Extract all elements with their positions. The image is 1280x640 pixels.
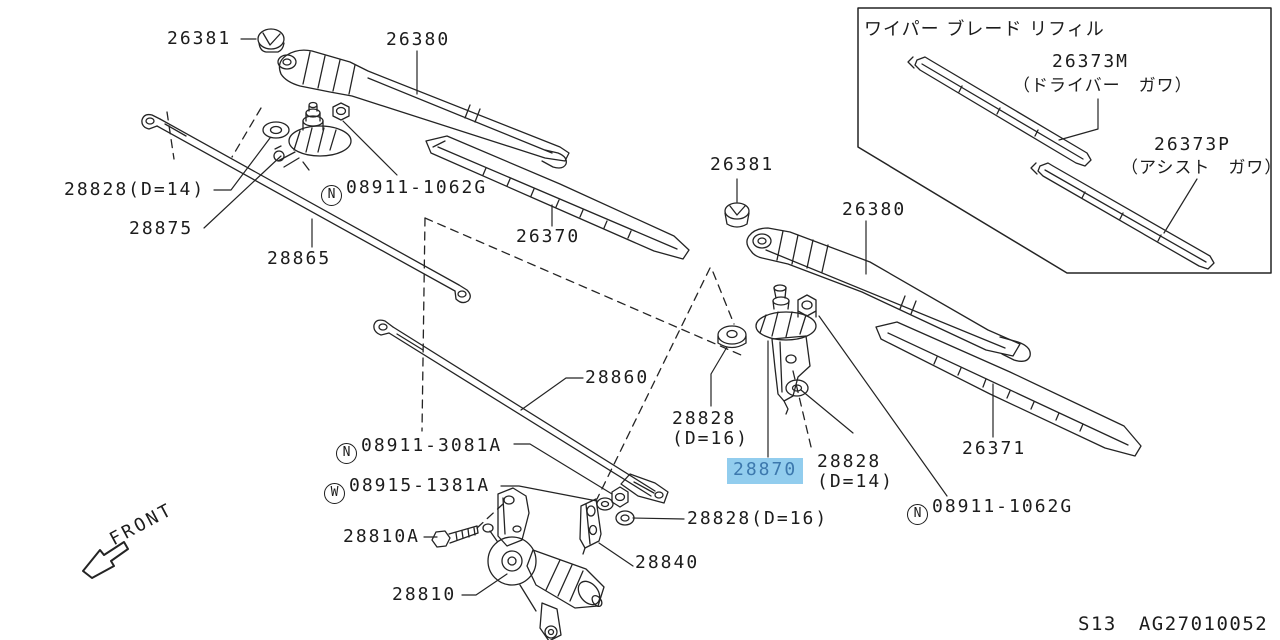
part-label-28810a[interactable]: 28810A [343,526,421,547]
part-label-28865[interactable]: 28865 [267,248,332,269]
part-label-28828-d14-driver[interactable]: 28828(D=14) [64,179,206,200]
wiper-motor-drawing [482,487,605,640]
sheet-code: S13 [1078,613,1117,635]
leader-lines [203,38,1198,596]
part-label-28828-d14-stacked[interactable]: 28828 (D=14) [817,452,894,492]
part-number: 28828 [672,408,737,429]
construction-dashed-lines [166,107,813,529]
washer-drawing-driver [262,121,290,139]
part-label-26373p[interactable]: 26373P [1154,134,1232,155]
part-label-26381-driver[interactable]: 26381 [167,28,232,49]
wiper-arm-drawing-assist [746,227,1031,362]
part-label-26371[interactable]: 26371 [962,438,1027,459]
part-label-28828-d16-inline[interactable]: 28828(D=16) [687,508,829,529]
part-number: 08915-1381A [349,475,491,496]
part-label-28860[interactable]: 28860 [585,367,650,388]
part-label-28875[interactable]: 28875 [129,218,194,239]
washer-drawing-motor [596,497,614,511]
part-note-26373m: （ドライバー ガワ） [1013,76,1193,96]
linkage-rod-drawing-upper [141,113,471,304]
pivot-assembly-drawing-driver [273,101,352,171]
diagram-code: S13 AG27010052 [1078,614,1268,634]
circled-n-icon: N [336,442,357,464]
part-number: 08911-3081A [361,435,503,456]
part-number-spec: (D=14) [817,471,895,492]
part-label-28810[interactable]: 28810 [392,584,457,605]
wiper-arm-drawing-driver [277,49,570,169]
part-number: 08911-1062G [346,177,488,198]
part-note-26373p: （アシスト ガワ） [1121,158,1280,178]
nut-drawing-driver [332,102,350,121]
linkage-rod-drawing-lower [373,319,669,504]
refill-blade-drawing-driver [907,56,1092,167]
pivot-cap-drawing-driver [257,28,285,53]
washer-d16-drawing-assist [717,325,747,349]
bolt-drawing [431,525,479,548]
pivot-cap-drawing-assist [724,202,750,228]
inset-box [857,7,1272,274]
part-number: 28828 [817,451,882,472]
wiper-blade-drawing-assist [875,321,1142,457]
nut-drawing-assist [797,294,817,318]
figure-code: AG27010052 [1138,613,1269,635]
circled-n-icon: N [321,184,342,206]
inset-title: ワイパー ブレード リフィル [864,19,1105,40]
part-label-28840[interactable]: 28840 [635,552,700,573]
part-label-26380-assist[interactable]: 26380 [842,199,907,220]
part-label-28828-d16-stacked[interactable]: 28828 (D=16) [672,409,749,449]
mount-bracket-drawing [579,498,602,555]
part-number: 08911-1062G [932,496,1074,517]
part-label-28870-highlighted[interactable]: 28870 [727,458,804,484]
refill-blade-drawing-assist [1030,162,1215,270]
part-label-26370[interactable]: 26370 [516,226,581,247]
front-arrow-icon [82,541,129,579]
part-number-spec: (D=16) [672,428,750,449]
nut-drawing-motor [611,486,629,508]
circled-w-icon: W [324,482,345,504]
part-label-26373m[interactable]: 26373M [1052,51,1130,72]
part-label-26380-driver[interactable]: 26380 [386,29,451,50]
washer-d16-drawing-motor [615,510,635,526]
washer-d14-drawing-assist [785,379,809,397]
wiper-blade-drawing-driver [425,135,690,260]
part-label-26381-assist[interactable]: 26381 [710,154,775,175]
circled-n-icon: N [907,503,928,525]
